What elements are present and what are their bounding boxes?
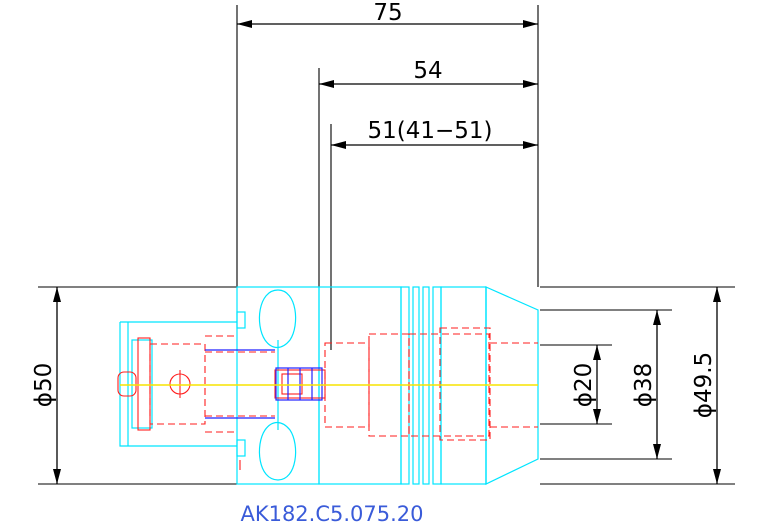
dimension-54 xyxy=(319,80,538,88)
dimension-dia-50 xyxy=(53,287,61,484)
dimension-51 xyxy=(331,141,538,149)
dim-text-dia-49-5: ϕ49.5 xyxy=(691,352,717,418)
dim-text-dia-38: ϕ38 xyxy=(631,363,657,407)
dim-text-dia-50: ϕ50 xyxy=(31,363,57,407)
part-number-label: AK182.C5.075.20 xyxy=(240,502,423,523)
internal-parts xyxy=(117,327,538,470)
dim-text-51: 51(41−51) xyxy=(367,118,492,144)
dim-text-dia-20: ϕ20 xyxy=(571,363,597,407)
dimension-dia-20 xyxy=(593,345,601,424)
dim-text-54: 54 xyxy=(413,58,442,84)
shaft-detail xyxy=(205,349,323,419)
dim-text-75: 75 xyxy=(373,0,402,26)
dimension-dia-38 xyxy=(653,310,661,459)
extension-lines xyxy=(38,5,735,485)
dimension-75 xyxy=(237,20,538,28)
dimension-dia-49-5 xyxy=(713,287,721,484)
